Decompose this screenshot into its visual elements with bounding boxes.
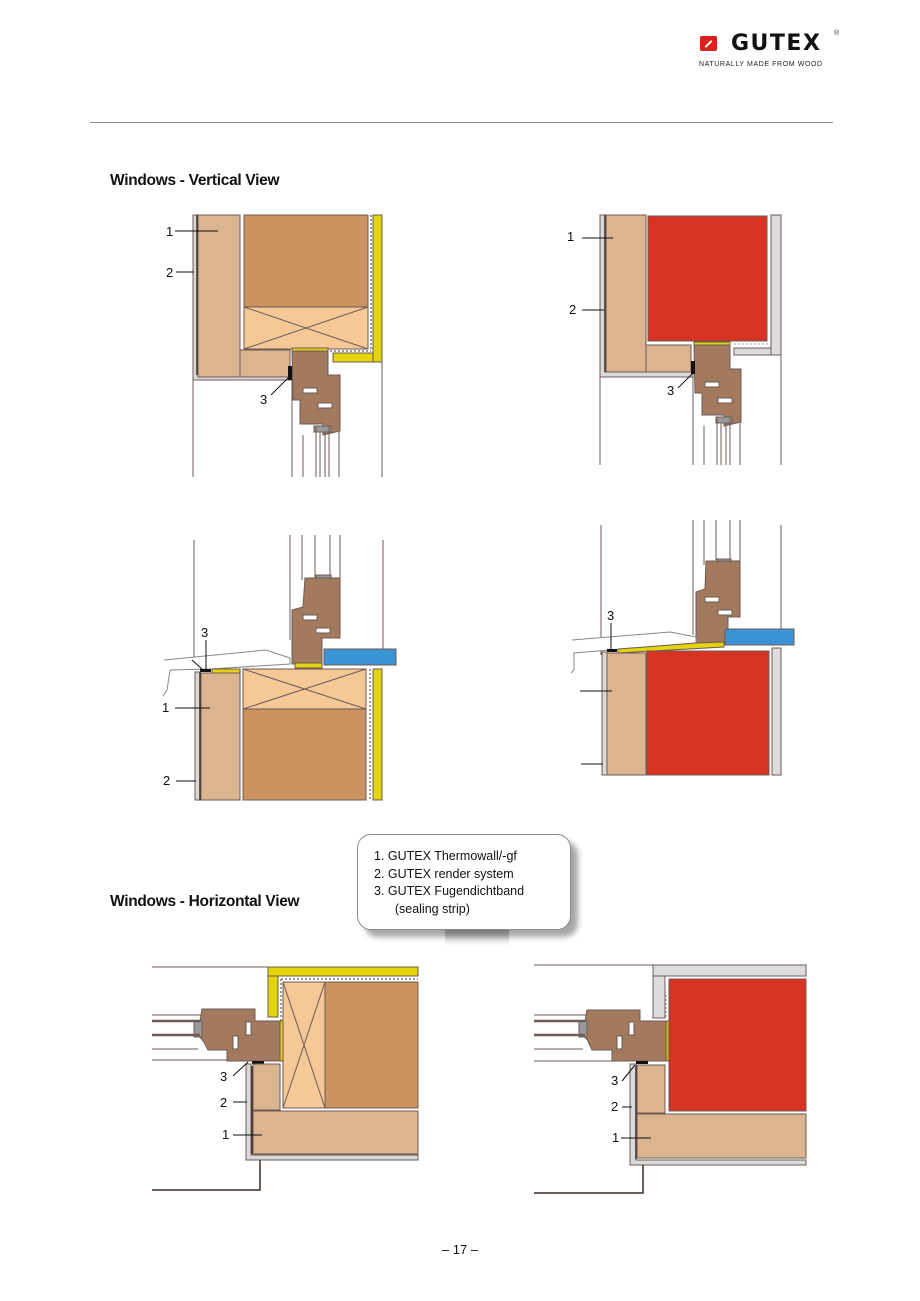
legend-item-1: 1. GUTEX Thermowall/-gf xyxy=(374,849,517,863)
registered-mark: ® xyxy=(834,30,840,37)
legend-item-3-note: (sealing strip) xyxy=(374,901,470,916)
label-2: 2 xyxy=(611,1099,618,1114)
logo-mark-icon xyxy=(700,36,717,51)
brand-name: GUTEX xyxy=(731,31,822,56)
label-1: 1 xyxy=(166,224,173,239)
label-3: 3 xyxy=(607,608,614,623)
diagram-vertical-top-left: 1 2 3 xyxy=(166,214,383,477)
label-2: 2 xyxy=(220,1095,227,1110)
label-3: 3 xyxy=(667,383,674,398)
label-2: 2 xyxy=(163,773,170,788)
label-2: 2 xyxy=(569,302,576,317)
page-number: – 17 – xyxy=(441,1242,479,1257)
label-3: 3 xyxy=(220,1069,227,1084)
horizontal-view-title: Windows - Horizontal View xyxy=(110,893,300,910)
label-2: 2 xyxy=(166,265,173,280)
label-1: 1 xyxy=(612,1130,619,1145)
vertical-view-title: Windows - Vertical View xyxy=(110,172,280,189)
legend-item-2: 2. GUTEX render system xyxy=(374,866,514,881)
label-1: 1 xyxy=(162,700,169,715)
diagram-vertical-bottom-right: 3 xyxy=(570,520,795,776)
diagram-horizontal-right: 3 2 1 xyxy=(534,964,807,1194)
legend-item-3: 3. GUTEX Fugendichtband xyxy=(374,884,525,898)
legend-box: 1. GUTEX Thermowall/-gf 2. GUTEX render … xyxy=(357,834,571,930)
label-3: 3 xyxy=(260,392,267,407)
label-3: 3 xyxy=(611,1073,618,1088)
diagram-horizontal-left: 3 2 1 xyxy=(152,966,419,1191)
legend-shadow xyxy=(445,930,509,946)
label-1: 1 xyxy=(567,229,574,244)
label-3: 3 xyxy=(201,625,208,640)
legend-list: 1. GUTEX Thermowall/-gf 2. GUTEX render … xyxy=(374,848,570,918)
brand-tagline: NATURALLY MADE FROM WOOD xyxy=(699,61,823,68)
diagram-vertical-bottom-left: 3 1 2 xyxy=(162,535,397,801)
diagram-vertical-top-right: 1 2 3 xyxy=(567,214,782,465)
label-1: 1 xyxy=(222,1127,229,1142)
gutex-logo: GUTEX ® NATURALLY MADE FROM WOOD xyxy=(698,30,843,75)
header-divider xyxy=(90,122,833,123)
